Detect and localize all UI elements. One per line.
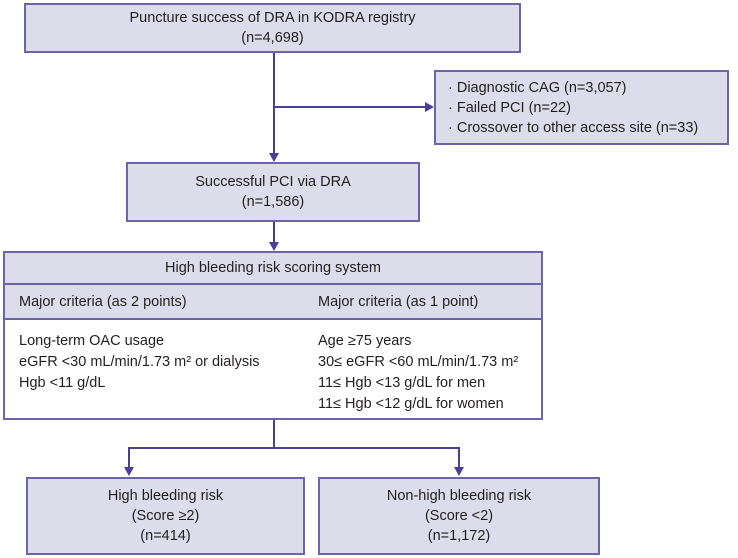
node-non-high-bleeding-risk-line3: (n=1,172) xyxy=(427,528,491,544)
exclusion-item-crossover: · Crossover to other access site (n=33) xyxy=(448,119,699,136)
connector-split-horizontal xyxy=(128,447,460,449)
connector-split-right-vertical xyxy=(458,447,460,468)
node-non-high-bleeding-risk: Non-high bleeding risk (Score <2) (n=1,1… xyxy=(318,477,600,555)
node-puncture-success-line1: Puncture success of DRA in KODRA registr… xyxy=(129,10,416,26)
arrowhead-to-score-table xyxy=(269,242,279,251)
node-high-bleeding-risk-line2: (Score ≥2) xyxy=(131,508,200,524)
node-high-bleeding-risk: High bleeding risk (Score ≥2) (n=414) xyxy=(26,477,305,555)
connector-split-left-vertical xyxy=(128,447,130,468)
score-table-col-header-2points: Major criteria (as 2 points) xyxy=(19,293,187,310)
score-table-col-header-1point: Major criteria (as 1 point) xyxy=(318,293,479,310)
node-high-bleeding-risk-line3: (n=414) xyxy=(140,528,191,544)
node-successful-pci: Successful PCI via DRA (n=1,586) xyxy=(126,162,420,222)
connector-exclusion-horizontal xyxy=(273,106,427,108)
arrowhead-to-exclusions xyxy=(425,102,434,112)
score-table-title: High bleeding risk scoring system xyxy=(5,253,541,285)
node-non-high-bleeding-risk-line1: Non-high bleeding risk xyxy=(386,488,532,504)
criteria-2pt-item-1: Long-term OAC usage xyxy=(19,333,165,349)
criteria-1pt-item-3: 11≤ Hgb <13 g/dL for men xyxy=(318,375,486,391)
score-table: High bleeding risk scoring system Major … xyxy=(3,251,543,420)
score-table-header-row: Major criteria (as 2 points) Major crite… xyxy=(5,285,541,320)
node-exclusions: · Diagnostic CAG (n=3,057) · Failed PCI … xyxy=(434,70,729,145)
score-table-criteria-2points: Long-term OAC usage eGFR <30 mL/min/1.73… xyxy=(5,331,313,418)
criteria-1pt-item-4: 11≤ Hgb <12 g/dL for women xyxy=(318,396,504,412)
node-puncture-success-line2: (n=4,698) xyxy=(241,30,304,46)
node-high-bleeding-risk-line1: High bleeding risk xyxy=(107,488,224,504)
arrowhead-to-successful-pci xyxy=(269,153,279,162)
arrowhead-to-non-high-bleeding-risk xyxy=(454,467,464,476)
connector-table-to-split xyxy=(273,420,275,449)
criteria-1pt-item-2: 30≤ eGFR <60 mL/min/1.73 m² xyxy=(318,354,519,370)
node-successful-pci-line2: (n=1,586) xyxy=(241,194,305,210)
score-table-body: Long-term OAC usage eGFR <30 mL/min/1.73… xyxy=(5,320,541,418)
criteria-1pt-item-1: Age ≥75 years xyxy=(318,333,412,349)
criteria-2pt-item-3: Hgb <11 g/dL xyxy=(19,375,106,391)
node-successful-pci-line1: Successful PCI via DRA xyxy=(195,174,351,190)
node-non-high-bleeding-risk-line2: (Score <2) xyxy=(424,508,494,524)
exclusion-item-failed-pci: · Failed PCI (n=22) xyxy=(448,99,571,116)
score-table-criteria-1point: Age ≥75 years 30≤ eGFR <60 mL/min/1.73 m… xyxy=(313,331,541,418)
connector-pci-to-table xyxy=(273,222,275,243)
node-puncture-success: Puncture success of DRA in KODRA registr… xyxy=(24,3,521,53)
arrowhead-to-high-bleeding-risk xyxy=(124,467,134,476)
criteria-2pt-item-2: eGFR <30 mL/min/1.73 m² or dialysis xyxy=(19,354,260,370)
connector-trunk-vertical xyxy=(273,53,275,153)
exclusion-item-diagnostic-cag: · Diagnostic CAG (n=3,057) xyxy=(448,79,627,96)
